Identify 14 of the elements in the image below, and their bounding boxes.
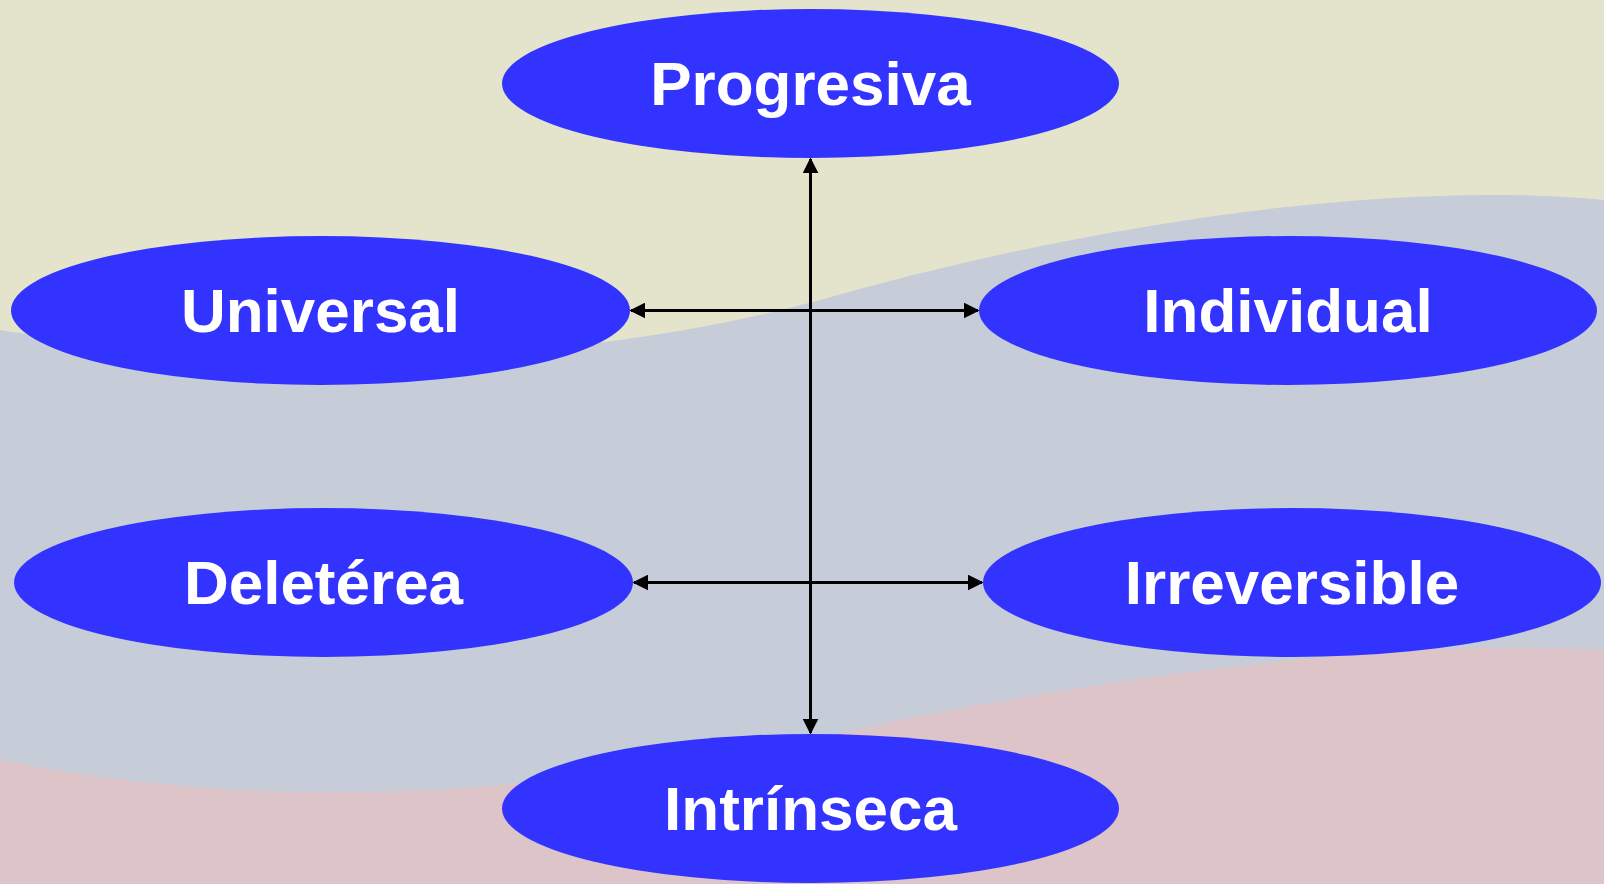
node-label: Intrínseca (664, 777, 957, 840)
oval-node (501, 8, 1120, 159)
double-arrow (802, 157, 819, 735)
node-label: Universal (180, 279, 461, 342)
node-label: Individual (1143, 279, 1433, 342)
oval-node (13, 507, 634, 658)
double-arrow (632, 574, 984, 591)
oval-node (978, 235, 1598, 386)
oval-node (501, 733, 1120, 884)
double-arrow (629, 302, 980, 319)
node-label: Deletérea (183, 551, 464, 614)
oval-node (10, 235, 631, 386)
node-label: Irreversible (1124, 551, 1460, 614)
oval-node (982, 507, 1602, 658)
